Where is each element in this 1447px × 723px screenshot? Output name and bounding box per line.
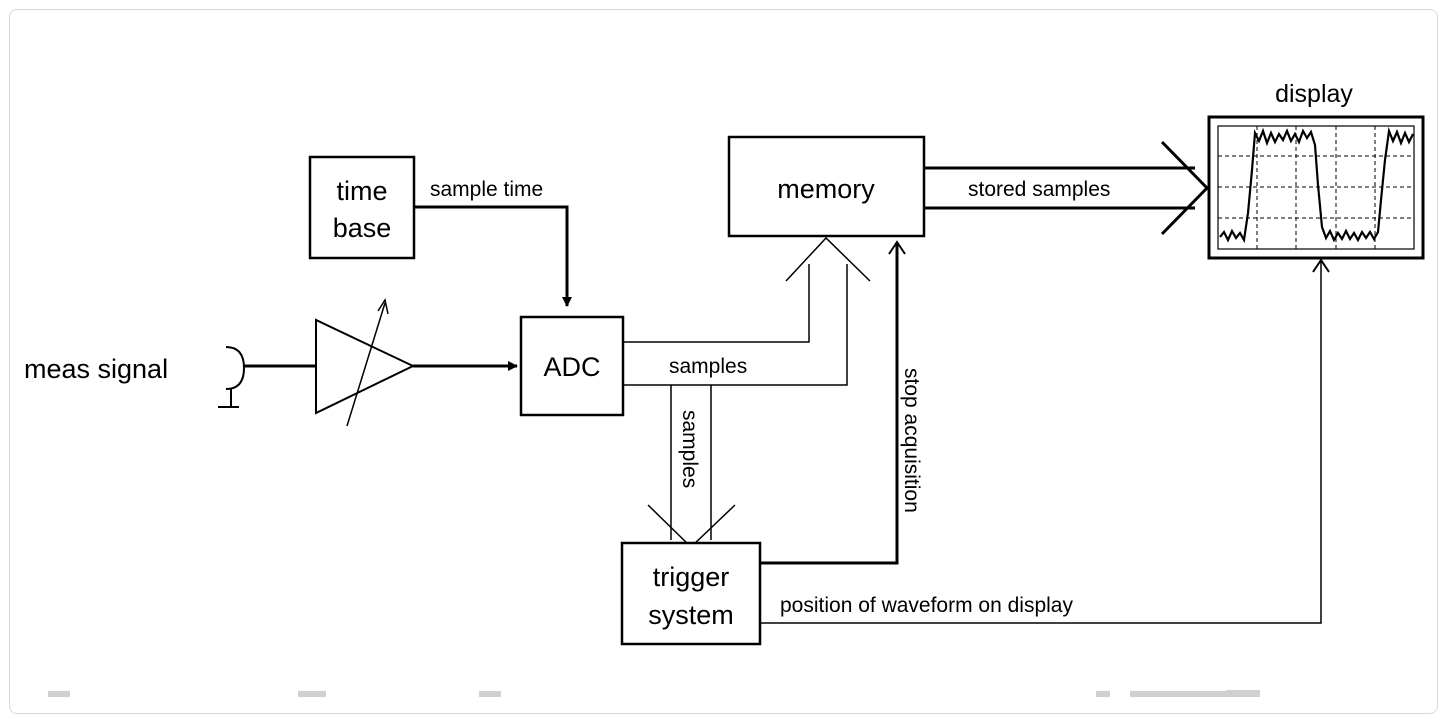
trigger-label-line1: trigger [653, 562, 730, 592]
stored-samples-arrow [924, 140, 1210, 236]
position-arrowhead [1312, 258, 1330, 273]
samples-bus-arrow [623, 236, 871, 386]
memory-label: memory [777, 174, 875, 204]
adc-label: ADC [543, 352, 600, 382]
stop-acquisition-line [760, 244, 899, 565]
position-of-waveform-label: position of waveform on display [780, 594, 1073, 617]
stored-samples-label: stored samples [968, 178, 1110, 201]
sample-time-label: sample time [430, 178, 543, 201]
display-label: display [1275, 80, 1353, 108]
time-base-label-line1: time [336, 176, 387, 206]
waveform-trace [1219, 126, 1414, 244]
position-of-waveform-line [760, 262, 1322, 624]
samples-vertical-label: samples [678, 410, 701, 488]
input-connector-icon [218, 346, 246, 408]
input-label: meas signal [24, 354, 168, 384]
sample-time-arrow [414, 205, 572, 307]
samples-horizontal-label: samples [669, 355, 747, 378]
memory-block [727, 135, 926, 238]
adc-block [519, 315, 625, 417]
stop-acquisition-arrowhead [888, 240, 906, 255]
trigger-system-block [620, 541, 762, 646]
amplifier-icon [315, 298, 416, 427]
time-base-label-line2: base [333, 213, 392, 243]
time-base-block [308, 155, 416, 260]
stop-acquisition-label: stop acquisition [900, 368, 923, 513]
bottom-artifacts [48, 690, 1260, 697]
trigger-label-line2: system [648, 600, 734, 630]
